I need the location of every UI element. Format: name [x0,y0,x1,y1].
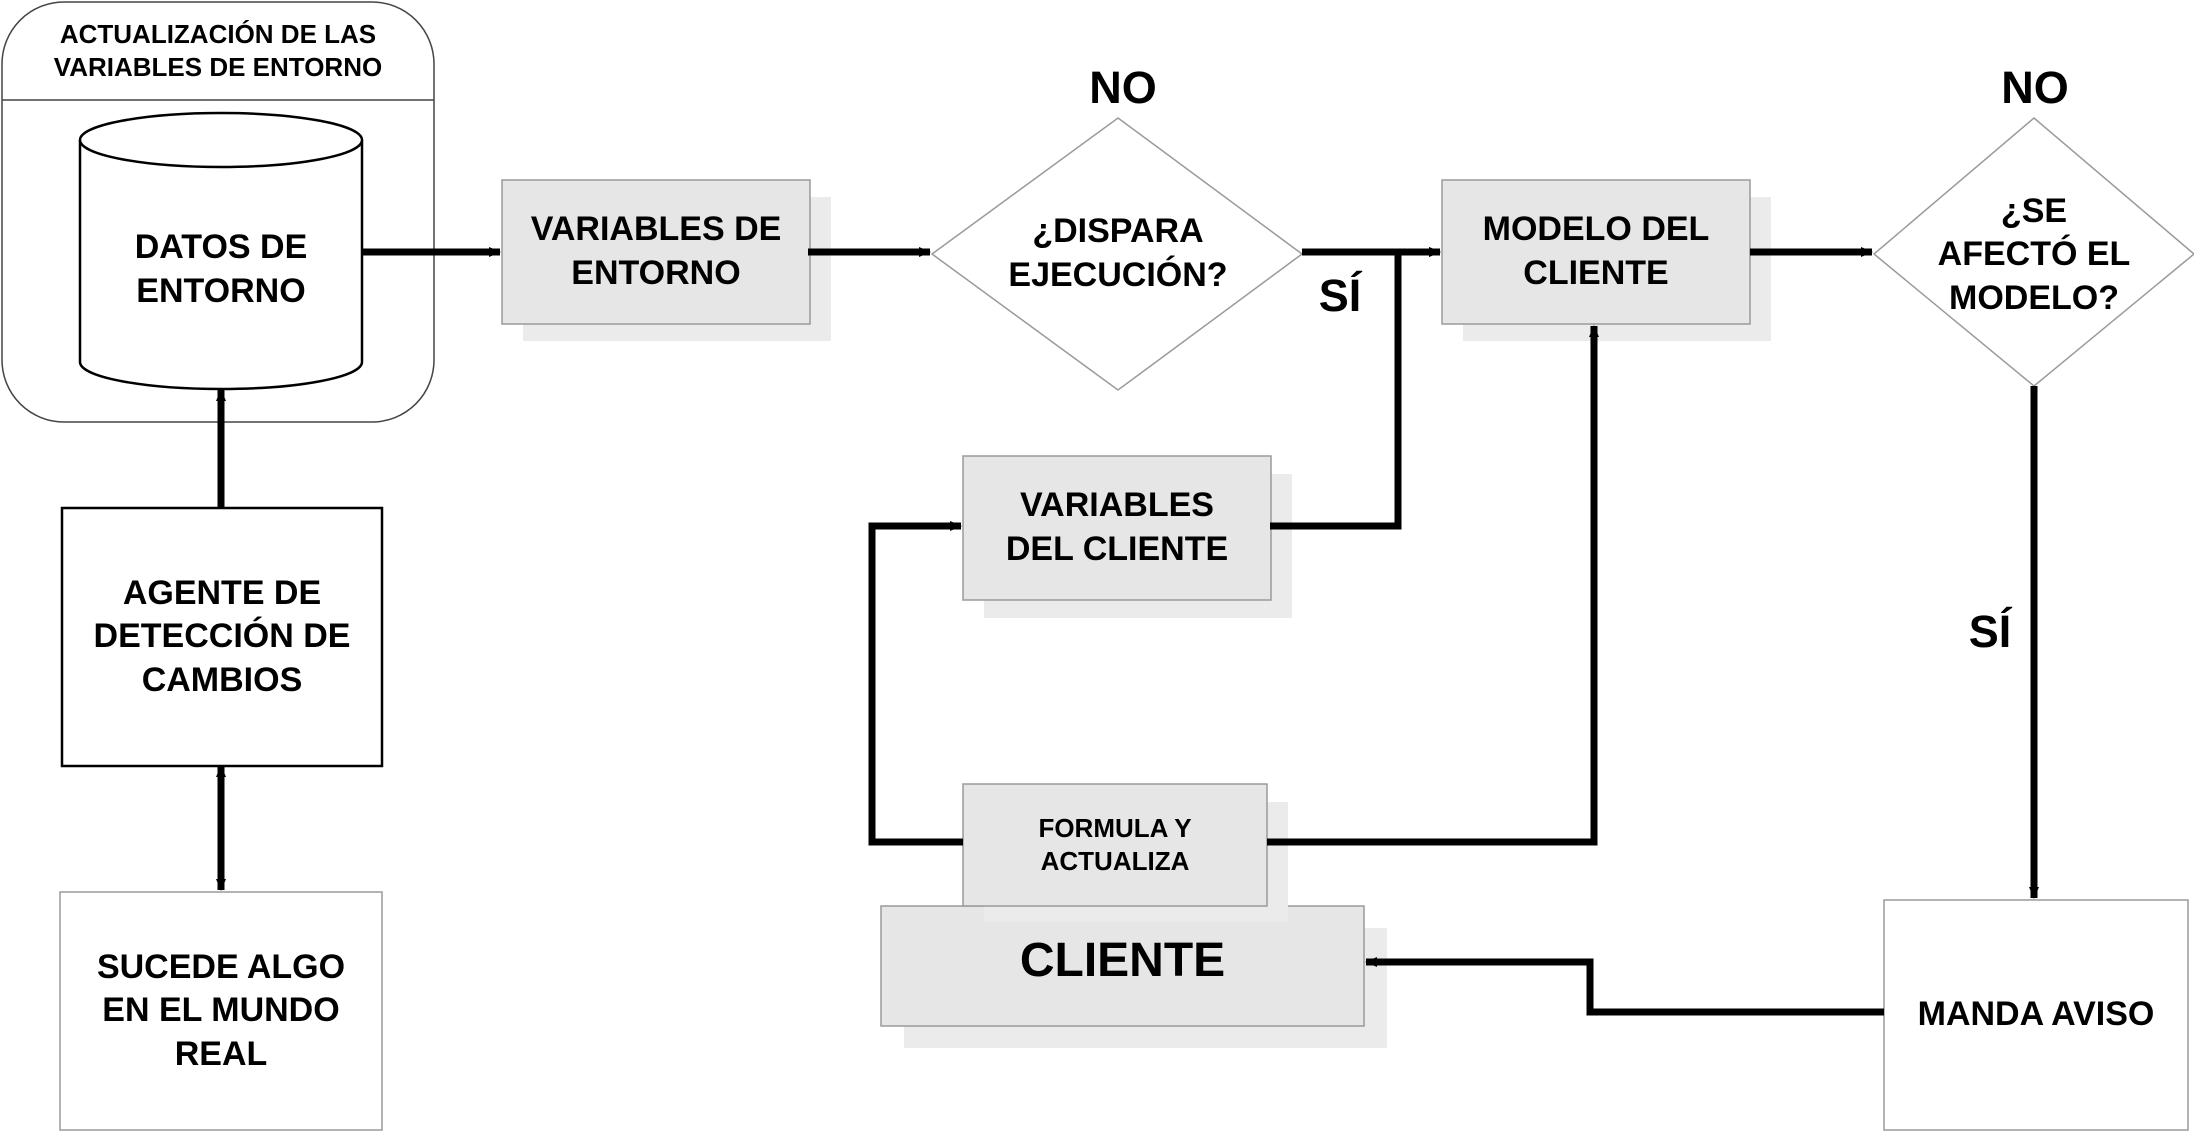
sucede-algo-label: SUCEDE ALGO EN EL MUNDO REAL [96,947,346,1073]
cliente-label: CLIENTE [1019,934,1226,988]
variables-cliente-box [962,455,1292,618]
dispara-ejecucion-diamond [930,117,1304,391]
sucede-algo-box [59,891,383,1131]
manda-aviso-label: MANDA AVISO [1917,995,2155,1034]
edge-label-si-dispara: SÍ [1318,270,1362,322]
variables-entorno-box [501,179,831,341]
agente-deteccion-box [60,506,384,768]
agente-deteccion-label: AGENTE DE DETECCIÓN DE CAMBIOS [93,573,351,699]
modelo-cliente-label: MODELO DEL CLIENTE [1482,210,1710,292]
formula-actualiza-label: FORMULA Y ACTUALIZA [1038,812,1192,876]
modelo-cliente-box [1441,179,1771,341]
arrow-variables-cliente-to-modelo [1270,247,1441,530]
edge-label-no-dispara: NO [1089,62,1157,114]
variables-entorno-label: VARIABLES DE ENTORNO [530,210,782,292]
datos-entorno-cylinder [78,111,364,391]
dispara-ejecucion-label: ¿DISPARA EJECUCIÓN? [1008,212,1228,294]
arrow-manda-aviso-to-cliente [1365,957,1884,1016]
variables-cliente-label: VARIABLES DEL CLIENTE [1005,486,1229,568]
edge-label-si-afecto: SÍ [1968,606,2012,658]
cliente-box [880,905,1387,1048]
edge-label-no-afecto: NO [2001,62,2069,114]
manda-aviso-box [1883,899,2189,1131]
container-title: ACTUALIZACIÓN DE LAS VARIABLES DE ENTORN… [53,18,383,82]
datos-entorno-label: DATOS DE ENTORNO [134,228,308,310]
formula-actualiza-box [962,783,1288,922]
se-afecto-modelo-label: ¿SE AFECTÓ EL MODELO? [1937,191,2131,317]
arrow-formula-to-variables-cliente [868,521,963,846]
arrow-formula-to-modelo [1267,325,1599,846]
